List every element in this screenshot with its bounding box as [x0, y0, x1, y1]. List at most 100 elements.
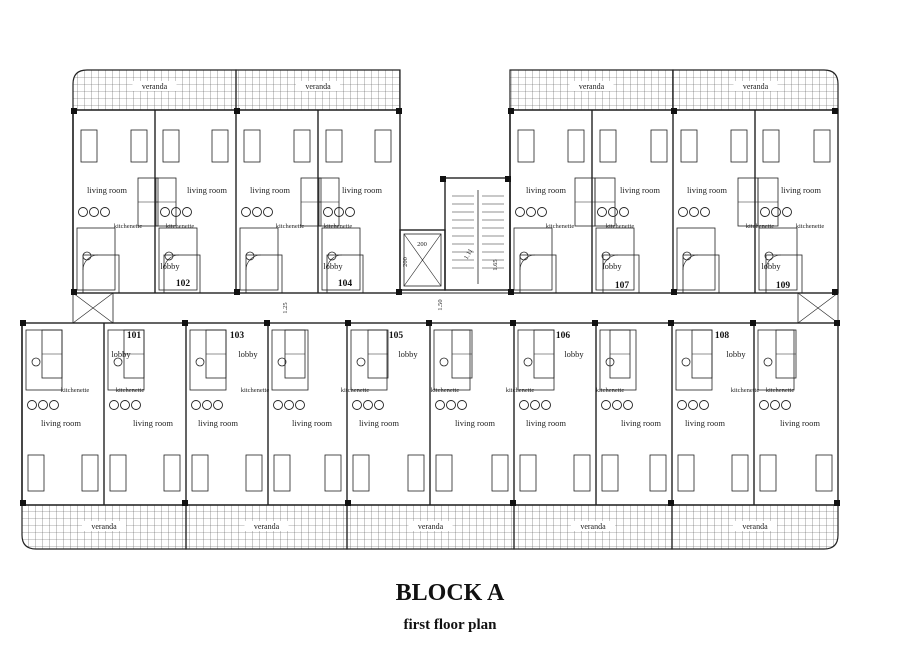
- bathroom: [239, 227, 279, 291]
- sofa: [815, 454, 833, 492]
- dimension-label: 1.11: [463, 248, 475, 261]
- toilet: [764, 251, 774, 261]
- bathroom: [513, 227, 553, 291]
- sofa: [567, 129, 585, 163]
- dining-chair: [526, 207, 536, 217]
- living-room-label: living room: [187, 185, 227, 195]
- kitchenette-label: kitchenette: [341, 387, 370, 394]
- kitchenette-label: kitchenette: [324, 223, 353, 230]
- column: [71, 108, 77, 114]
- apartment-number: 109: [776, 281, 791, 291]
- kitchenette-label: kitchenette: [276, 223, 305, 230]
- column: [508, 108, 514, 114]
- apartment-number: 102: [176, 279, 191, 289]
- sofa: [762, 129, 780, 163]
- shaft-cross: [797, 292, 839, 324]
- bathroom: [321, 227, 361, 291]
- column: [234, 108, 240, 114]
- dining-chair: [160, 207, 170, 217]
- lobby-room: [82, 254, 120, 294]
- dining-chair: [612, 400, 622, 410]
- sofa: [731, 454, 749, 492]
- veranda-label-bg: [733, 521, 777, 531]
- dining-chair: [345, 207, 355, 217]
- sofa: [162, 129, 180, 163]
- column: [508, 289, 514, 295]
- dining-chair: [457, 400, 467, 410]
- dining-chair: [284, 400, 294, 410]
- sofa: [407, 454, 425, 492]
- lobby-room: [765, 254, 803, 294]
- kitchenette-label: kitchenette: [241, 387, 270, 394]
- lobby-label: lobby: [602, 261, 622, 271]
- column: [71, 289, 77, 295]
- dining-chair: [49, 400, 59, 410]
- bathroom: [517, 329, 555, 391]
- veranda-label: veranda: [742, 522, 768, 531]
- shaft-right: [797, 292, 839, 324]
- dining-chair: [435, 400, 445, 410]
- veranda-label: veranda: [743, 82, 769, 91]
- kitchenette-label: kitchenette: [596, 387, 625, 394]
- dining-chair: [530, 400, 540, 410]
- dimension-label: 200: [417, 241, 427, 248]
- living-room-label: living room: [198, 418, 238, 428]
- sofa: [163, 454, 181, 492]
- lobby-label: lobby: [111, 349, 131, 359]
- sofa: [109, 454, 127, 492]
- bathroom: [676, 227, 716, 291]
- toilet: [523, 357, 533, 367]
- living-room-label: living room: [526, 185, 566, 195]
- living-room-label: living room: [250, 185, 290, 195]
- sofa: [325, 129, 343, 163]
- living-room-label: living room: [780, 418, 820, 428]
- dining-chair: [241, 207, 251, 217]
- dining-chair: [541, 400, 551, 410]
- dimension-label: 1.50: [437, 299, 444, 310]
- kitchenette-label: kitchenette: [746, 223, 775, 230]
- kitchenette-label: kitchenette: [766, 387, 795, 394]
- sofa: [813, 129, 831, 163]
- kitchenette-label: kitchenette: [114, 223, 143, 230]
- dining-chair: [89, 207, 99, 217]
- toilet: [519, 251, 529, 261]
- dining-chair: [537, 207, 547, 217]
- column: [264, 320, 270, 326]
- lobby-label: lobby: [761, 261, 781, 271]
- sofa: [27, 454, 45, 492]
- sofa: [573, 454, 591, 492]
- lobby-label: lobby: [160, 261, 180, 271]
- toilet: [439, 357, 449, 367]
- toilet: [681, 357, 691, 367]
- living-room-label: living room: [342, 185, 382, 195]
- bathroom: [76, 227, 116, 291]
- door-swing: [82, 254, 99, 271]
- dining-chair: [515, 207, 525, 217]
- living-room-label: living room: [87, 185, 127, 195]
- dining-chair: [519, 400, 529, 410]
- lobby-room: [245, 254, 283, 294]
- dining-chair: [781, 400, 791, 410]
- veranda-label: veranda: [91, 522, 117, 531]
- dining-chair: [699, 400, 709, 410]
- kitchenette-label: kitchenette: [731, 387, 760, 394]
- column: [510, 500, 516, 506]
- dining-chair: [601, 400, 611, 410]
- kitchenette-label: kitchenette: [546, 223, 575, 230]
- column: [345, 500, 351, 506]
- dining-chair: [446, 400, 456, 410]
- kitchenette-label: kitchenette: [431, 387, 460, 394]
- lobby-label: lobby: [726, 349, 746, 359]
- dining-chair: [100, 207, 110, 217]
- sofa: [191, 454, 209, 492]
- plan-title: BLOCK A: [395, 580, 505, 606]
- apartment-number: 103: [230, 331, 245, 341]
- living-room-label: living room: [526, 418, 566, 428]
- toilet: [601, 251, 611, 261]
- veranda-label: veranda: [579, 82, 605, 91]
- toilet: [195, 357, 205, 367]
- living-room-label: living room: [292, 418, 332, 428]
- sofa: [245, 454, 263, 492]
- lobby-room: [326, 254, 364, 294]
- toilet: [31, 357, 41, 367]
